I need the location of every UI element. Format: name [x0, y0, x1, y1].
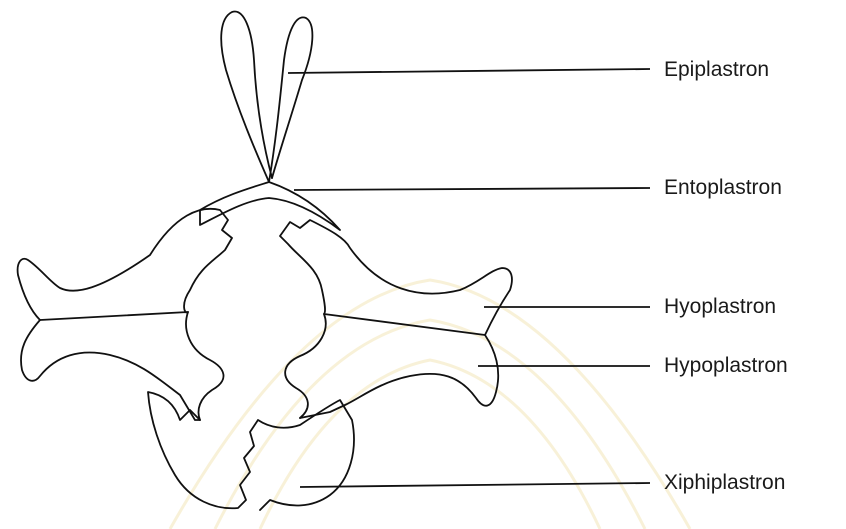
- watermark-seal: [170, 280, 690, 529]
- label-hypoplastron: Hypoplastron: [664, 355, 788, 376]
- leader-xiphiplastron: [300, 483, 650, 487]
- epiplastron-right: [269, 17, 312, 182]
- label-hyoplastron: Hyoplastron: [664, 296, 776, 317]
- midline-suture: [186, 312, 326, 420]
- epiplastron-left: [221, 12, 272, 182]
- leader-entoplastron: [294, 188, 650, 190]
- label-entoplastron: Entoplastron: [664, 177, 782, 198]
- xiphiplastron: [148, 392, 354, 510]
- label-epiplastron: Epiplastron: [664, 59, 769, 80]
- hyoplastron-right: [280, 220, 512, 335]
- label-xiphiplastron: Xiphiplastron: [664, 472, 785, 493]
- leader-epiplastron: [288, 69, 650, 73]
- hypoplastron-left: [21, 320, 200, 420]
